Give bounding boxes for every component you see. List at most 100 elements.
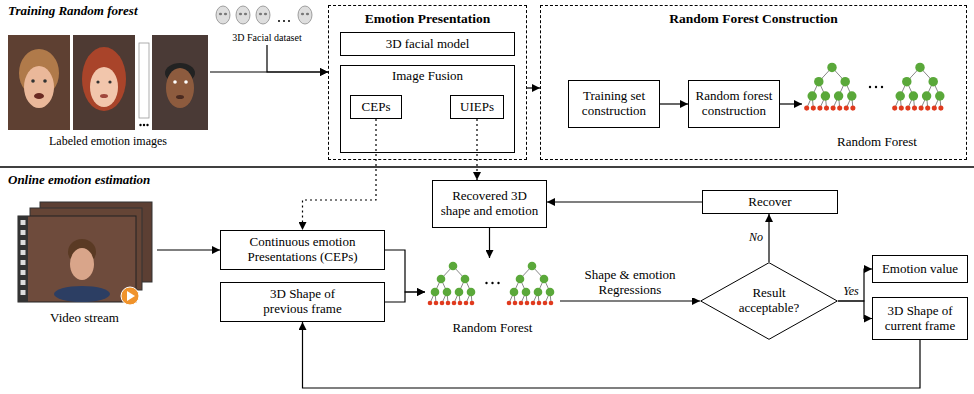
tree-node: [528, 262, 537, 271]
process-box: Training set construction: [568, 80, 660, 128]
tree-node: [540, 275, 549, 284]
tree-leaf: [513, 301, 518, 306]
skull-eye: [306, 13, 309, 16]
skull-eye: [239, 13, 242, 16]
arrow-connector: [660, 103, 688, 104]
dataset-icon: 3D Facial dataset: [213, 3, 321, 45]
mouth: [100, 94, 108, 98]
tree-leaf: [817, 106, 822, 111]
tree-node: [449, 262, 458, 271]
node-text: UIEPs: [460, 100, 494, 115]
tree-node: [909, 91, 918, 100]
dashed-group: Random Forest ConstructionTraining set c…: [540, 5, 967, 160]
photo-tile: [73, 35, 135, 130]
arrow-connector: [157, 249, 220, 250]
tree-ensemble: Random Forest: [802, 57, 952, 152]
dotted-connector: [476, 119, 477, 180]
tree-node: [928, 77, 937, 86]
arrow-connector: [768, 214, 769, 262]
arrow-connector: [780, 103, 802, 104]
edge-label: Yes: [842, 285, 860, 299]
ellipsis-dot: [491, 282, 493, 284]
ellipsis-dot: [875, 86, 877, 88]
node-text: 3D facial model: [386, 37, 470, 52]
eye: [43, 79, 47, 83]
tree-node: [443, 288, 452, 297]
node-text: Recover: [748, 195, 791, 210]
tree-node: [840, 77, 849, 86]
sprocket: [21, 270, 26, 275]
photo-tile: [152, 35, 208, 130]
tree-leaf: [837, 106, 842, 111]
photo-tile: [8, 35, 70, 130]
tree-ensemble: Random Forest: [425, 258, 560, 338]
skull-eye: [301, 13, 304, 16]
blank-tile: [139, 43, 149, 118]
tree-leaf: [434, 301, 439, 306]
skull-eye: [244, 13, 247, 16]
arrow-connector: [267, 45, 328, 72]
tree-leaf: [549, 301, 554, 306]
node-text: Random Forest: [837, 135, 917, 150]
face: [24, 66, 54, 108]
face: [166, 68, 194, 108]
film-strip: [18, 216, 28, 302]
sprocket: [21, 260, 26, 265]
hair: [82, 47, 126, 111]
group-box: Image FusionCEPsUIEPs: [340, 65, 515, 153]
node-text: 3D Facial dataset: [232, 32, 301, 44]
process-box: 3D facial model: [340, 32, 515, 56]
eye: [173, 80, 177, 84]
tree-leaf: [531, 301, 536, 306]
tree-leaf: [905, 106, 910, 111]
arrow-connector: [838, 301, 872, 319]
tree-node: [455, 288, 464, 297]
eye: [31, 79, 35, 83]
ellipsis-dot: [278, 20, 280, 22]
sprocket: [21, 280, 26, 285]
tree-leaf: [537, 301, 542, 306]
emotion-photos: [6, 33, 210, 151]
tree-leaf: [925, 106, 930, 111]
tree-node: [546, 288, 555, 297]
tree-node: [534, 288, 543, 297]
node-text: Continuous emotion Presentations (CEPs): [228, 235, 378, 265]
mouth: [34, 93, 44, 99]
process-box: 3D Shape of previous frame: [220, 282, 385, 322]
node-text: Recovered 3D shape and emotion: [440, 189, 540, 219]
node-text: Image Fusion: [392, 69, 463, 84]
process-box: 3D Shape of current frame: [872, 297, 968, 340]
node-text: Emotion Presentation: [365, 9, 490, 27]
node-text: Random Forest Construction: [669, 9, 838, 27]
arrow-connector: [560, 300, 700, 301]
skull-icon: [236, 6, 250, 24]
person-face: [70, 248, 94, 280]
face: [90, 67, 118, 107]
video-icon: [12, 200, 157, 328]
tree-node: [827, 63, 836, 72]
tree-leaf: [912, 106, 917, 111]
sprocket: [21, 290, 26, 295]
tree-leaf: [458, 301, 463, 306]
section-label: Online emotion estimation: [8, 172, 150, 188]
process-box: Continuous emotion Presentations (CEPs): [220, 230, 385, 270]
ellipsis-dot: [288, 20, 290, 22]
mouth: [176, 95, 184, 99]
ellipsis-dot: [283, 20, 285, 22]
tree-node: [807, 91, 816, 100]
process-box: Emotion value: [872, 255, 968, 283]
tree-node: [522, 288, 531, 297]
tree-leaf: [938, 106, 943, 111]
ellipsis-dot: [881, 86, 883, 88]
arrow-connector: [527, 87, 540, 88]
decision-diamond: Result acceptable?: [700, 262, 838, 340]
image-panel: Labeled emotion images: [6, 33, 210, 151]
node-text: Training set construction: [573, 89, 655, 119]
skull-icon: [216, 6, 230, 24]
tree-node: [467, 288, 476, 297]
ellipsis-dot: [139, 124, 141, 126]
eye: [184, 80, 188, 84]
node-text: Result acceptable?: [729, 286, 809, 316]
sprocket: [21, 240, 26, 245]
section-label: Training Random forest: [8, 3, 138, 19]
